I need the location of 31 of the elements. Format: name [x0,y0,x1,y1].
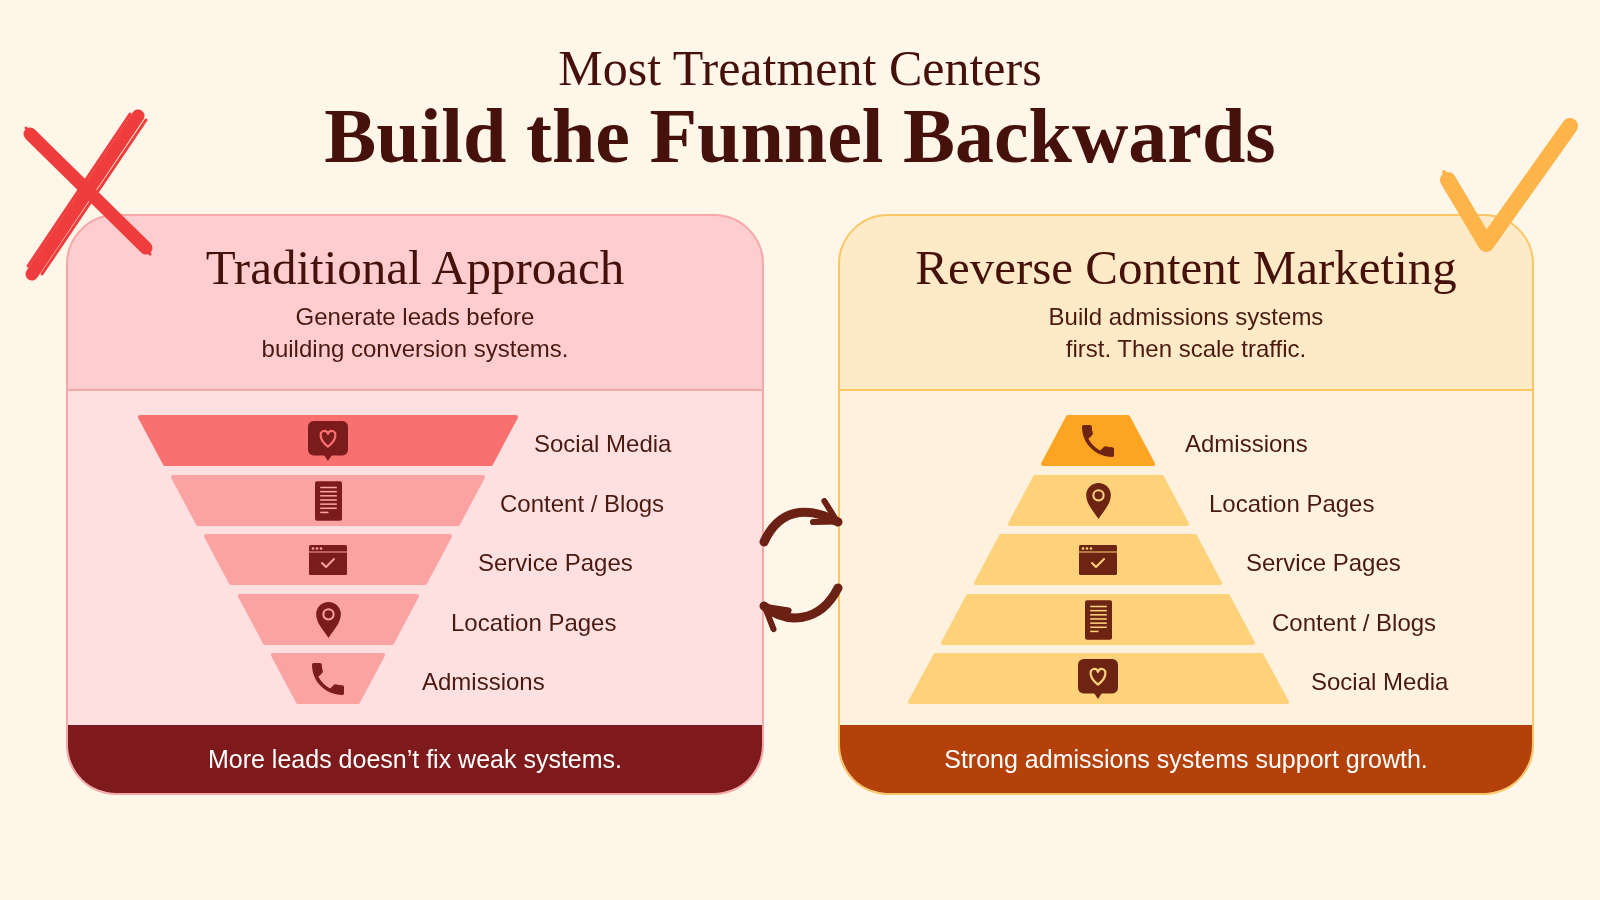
layer-label: Admissions [1185,429,1308,459]
layer-label: Content / Blogs [500,489,665,519]
pyramid-layer [1007,475,1189,526]
curved-arrow [759,498,843,547]
panel-subtitle: Generate leads before building conversion systems. [260,302,570,364]
panel-subtitle: Build admissions systems first. Then scale traffic. [1047,302,1325,364]
layer-label: Service Pages [478,548,633,578]
layer-label: Location Pages [1209,489,1375,519]
layer-label: Social Media [1311,667,1449,697]
funnel-layer [271,653,385,704]
funnel-layer [204,534,452,585]
layer-label: Admissions [422,667,545,697]
pyramid-layer [974,534,1222,585]
comparison-panel [838,214,1534,795]
page-title: Most Treatment Centers Build the Funnel Backwards [323,40,1277,176]
summary-banner: Strong admissions systems support growth. [840,725,1532,793]
pyramid-layer [907,653,1289,704]
layer-label: Location Pages [451,608,617,638]
comparison-panel [66,214,764,795]
layer-label: Content / Blogs [1272,608,1437,638]
funnel-layer [138,415,518,466]
funnel-layer [237,594,419,645]
panel-heading: Traditional Approach [204,241,626,295]
summary-banner: More leads doesn’t fix weak systems. [68,725,762,793]
funnel-layer [171,475,485,526]
layer-label: Service Pages [1246,548,1401,578]
layer-label: Social Media [534,429,672,459]
pyramid-layer [1041,415,1155,466]
pyramid-layer [941,594,1255,645]
curved-arrow [759,583,843,632]
panel-heading: Reverse Content Marketing [914,241,1458,295]
